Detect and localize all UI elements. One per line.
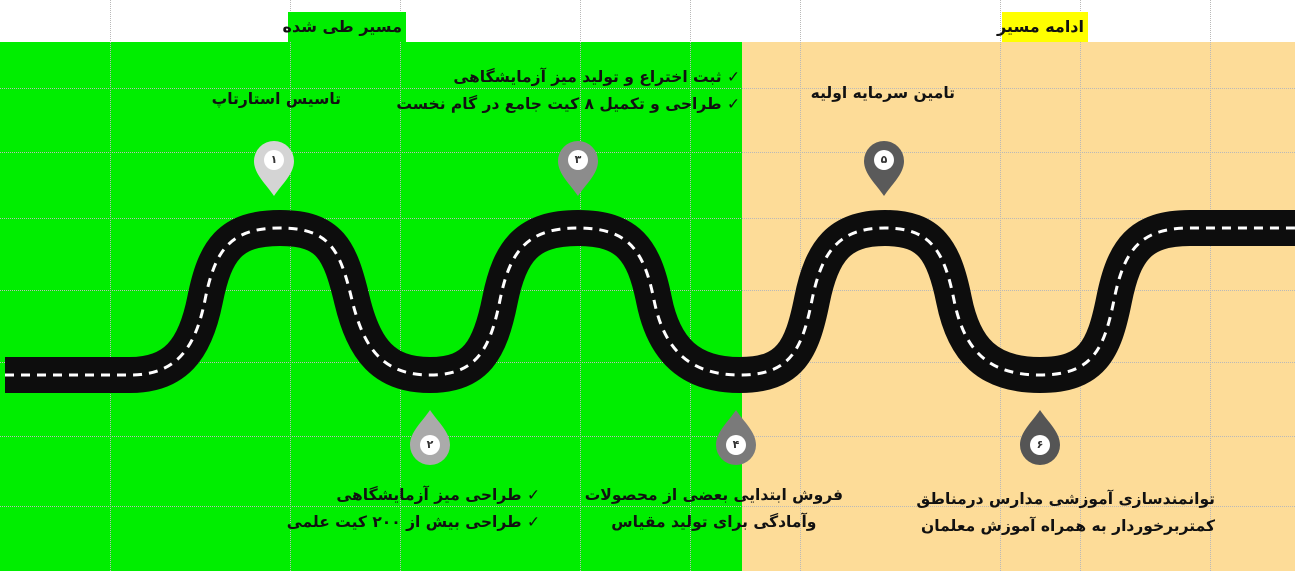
map-pin-icon: ۳	[556, 140, 600, 198]
pin-number: ۳	[568, 150, 588, 170]
map-pin-icon: ۴	[714, 408, 758, 466]
map-pin-icon: ۱	[252, 140, 296, 198]
grid-line	[400, 0, 401, 571]
grid-line	[690, 0, 691, 571]
pin-number: ۵	[874, 150, 894, 170]
milestone-2-text: ✓ طراحی میز آزمایشگاهی ✓ طراحی بیش از ۲۰…	[287, 482, 540, 536]
map-pin-icon: ۲	[408, 408, 452, 466]
grid-line	[110, 0, 111, 571]
milestone-5-text: تامین سرمایه اولیه	[811, 80, 955, 107]
map-pin-icon: ۶	[1018, 408, 1062, 466]
pin-number: ۶	[1030, 435, 1050, 455]
pin-number: ۴	[726, 435, 746, 455]
road-asphalt	[5, 210, 1295, 393]
milestone-line: کمتربرخوردار به همراه آموزش معلمان	[921, 517, 1215, 535]
grid-line	[290, 0, 291, 571]
pin-number: ۲	[420, 435, 440, 455]
milestone-line: ✓ طراحی و تکمیل ۸ کیت جامع در گام نخست	[396, 95, 740, 113]
milestone-line: وآمادگی برای تولید مقیاس	[611, 513, 817, 531]
grid-line	[1000, 0, 1001, 571]
remaining-path-label: ادامه مسیر	[997, 12, 1088, 42]
milestone-line: ✓ ثبت اختراع و تولید میز آزمایشگاهی	[453, 68, 740, 86]
grid-line	[0, 506, 1295, 507]
remaining-path-zone	[742, 42, 1295, 571]
grid-line	[0, 218, 1295, 219]
road-center-line	[5, 226, 1295, 377]
grid-line	[0, 362, 1295, 363]
grid-line	[0, 152, 1295, 153]
milestone-line: ✓ طراحی میز آزمایشگاهی	[336, 486, 540, 504]
milestone-3-text: ✓ ثبت اختراع و تولید میز آزمایشگاهی ✓ طر…	[396, 64, 740, 118]
milestone-line: تاسیس استارتاپ	[211, 90, 341, 108]
milestone-line: توانمندسازی آموزشی مدارس درمناطق	[916, 490, 1215, 508]
grid-line	[1080, 0, 1081, 571]
grid-line	[1210, 0, 1211, 571]
grid-line	[580, 0, 581, 571]
grid-line	[0, 436, 1295, 437]
milestone-line: فروش ابتدایی بعضی از محصولات	[584, 486, 843, 504]
milestone-1-text: تاسیس استارتاپ	[212, 86, 341, 113]
grid-line	[0, 88, 1295, 89]
milestone-line: ✓ طراحی بیش از ۲۰۰ کیت علمی	[286, 513, 540, 531]
milestone-line: تامین سرمایه اولیه	[810, 84, 955, 102]
milestone-4-text: فروش ابتدایی بعضی از محصولات وآمادگی برا…	[585, 482, 843, 536]
milestone-6-text: توانمندسازی آموزشی مدارس درمناطق کمتربرخ…	[916, 486, 1215, 540]
map-pin-icon: ۵	[862, 140, 906, 198]
pin-number: ۱	[264, 150, 284, 170]
completed-path-label: مسیر طی شده	[283, 12, 406, 42]
